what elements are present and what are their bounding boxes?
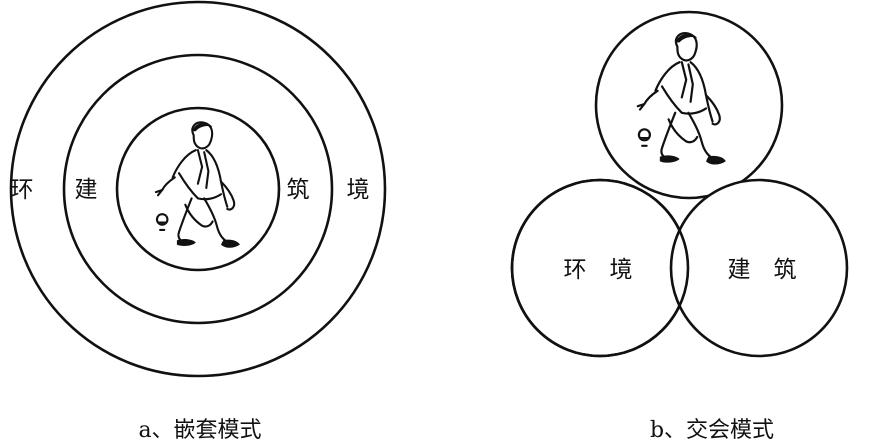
intersecting-model-caption: b、交会模式 (650, 418, 774, 443)
architecture-circle (669, 178, 849, 358)
nested-label-middle-left: 建 (75, 177, 98, 203)
nested-label-outer-left: 环 (11, 177, 34, 203)
person-circle (594, 10, 784, 200)
environment-label: 环 境 (564, 257, 633, 283)
nested-model-caption: a、嵌套模式 (138, 418, 261, 443)
architecture-label: 建 筑 (728, 257, 797, 283)
nested-label-outer-right: 境 (347, 177, 370, 203)
environment-circle-outline (510, 178, 690, 358)
nested-model: 环 建 筑 境 a、嵌套模式 (9, 0, 387, 443)
inner-ring-person (115, 106, 281, 272)
nested-label-middle-right: 筑 (287, 177, 310, 203)
intersecting-model: 环 境 建 筑 b、交会模式 (510, 10, 849, 443)
